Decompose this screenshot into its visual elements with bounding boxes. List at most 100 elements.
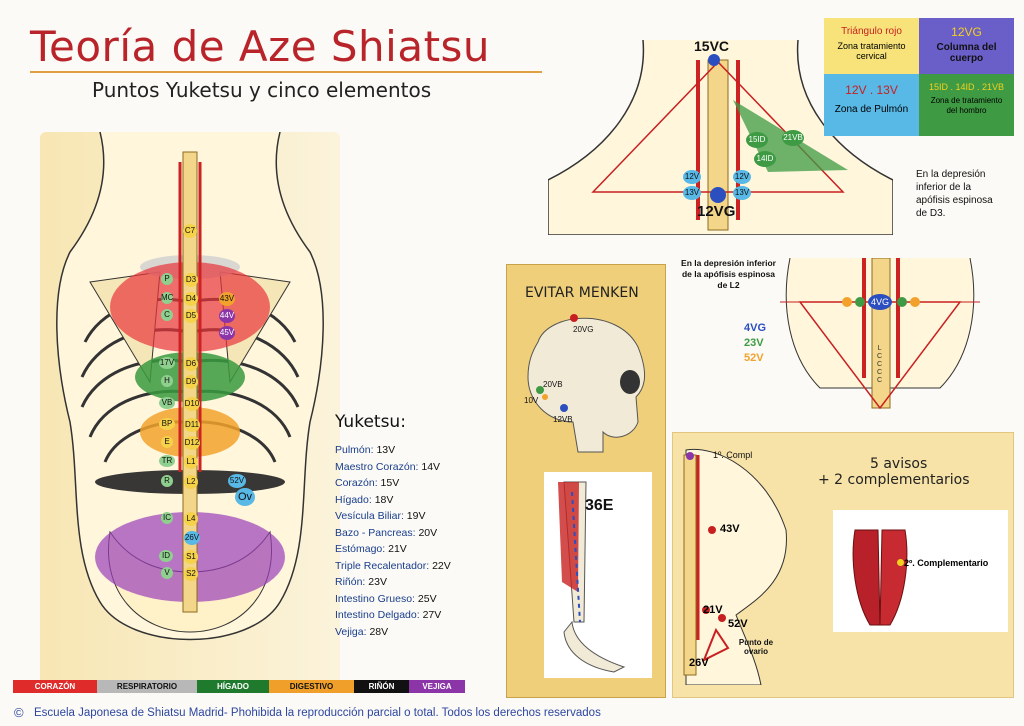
- lumbar-legend-4vg: 4VG: [744, 322, 767, 334]
- spine-point-s2: S2: [184, 567, 198, 581]
- yuketsu-item: Estómago: 21V: [335, 543, 505, 560]
- legend-higado: HÍGADO: [197, 680, 269, 693]
- title-underline: [30, 71, 542, 73]
- skull-point-20vg: 20VG: [573, 325, 594, 334]
- yuketsu-item: Intestino Delgado: 27V: [335, 609, 505, 626]
- skull-illustration: [527, 314, 645, 453]
- spine-point-52v: 52V: [228, 474, 246, 488]
- spine-point-id: ID: [159, 550, 173, 562]
- lumbar-point-4vg: 4VG: [868, 294, 892, 310]
- leg-illustration: [558, 481, 626, 673]
- yuketsu-item: Vesícula Biliar: 19V: [335, 510, 505, 527]
- zone-pulmon: 12V . 13V Zona de Pulmón: [824, 74, 919, 136]
- spine-point-r: R: [161, 475, 173, 487]
- spine-point-tr: TR: [159, 455, 175, 467]
- yuketsu-item-value: 13V: [376, 444, 396, 456]
- spine-point-ov: Ov: [235, 488, 255, 506]
- avisos-title-line1: 5 avisos: [870, 456, 928, 472]
- yuketsu-item: Riñón: 23V: [335, 576, 505, 593]
- yuketsu-item-value: 14V: [421, 460, 441, 473]
- yuketsu-item-value: 20V: [418, 526, 438, 539]
- lumbar-spine-letter: C: [877, 369, 883, 376]
- lumbar-spine-letter: C: [877, 377, 883, 384]
- neck-point-13v-right: 13V: [733, 186, 751, 200]
- zone-title: 12V . 13V: [845, 83, 898, 97]
- yuketsu-item-value: 19V: [406, 510, 426, 522]
- spine-point-d11: D11: [184, 418, 200, 432]
- yuketsu-item: Triple Recalentador: 22V: [335, 560, 505, 577]
- yuketsu-item-name: Intestino Grueso:: [335, 592, 415, 605]
- spine-point-17v: 17V: [159, 357, 175, 369]
- yuketsu-item: Hígado: 18V: [335, 494, 505, 511]
- lumbar-spine-letter: C: [877, 361, 883, 368]
- lumbar-illustration: [780, 258, 980, 410]
- yuketsu-item-name: Pulmón:: [335, 444, 374, 456]
- copyright-icon: ©: [14, 705, 24, 720]
- yuketsu-title: Yuketsu:: [335, 412, 406, 432]
- yuketsu-item-value: 28V: [369, 625, 389, 638]
- leg-point-label: 36E: [585, 497, 614, 514]
- yuketsu-item: Pulmón: 13V: [335, 444, 505, 461]
- spine-point-d9: D9: [184, 375, 198, 389]
- spine-point-d3: D3: [184, 273, 198, 287]
- yuketsu-item-name: Hígado:: [335, 493, 372, 506]
- page-title: Teoría de Aze Shiatsu: [30, 22, 491, 71]
- avisos-point-43v: 43V: [720, 523, 740, 535]
- yuketsu-item-name: Estómago:: [335, 543, 386, 555]
- spine-point-c: C: [161, 309, 173, 321]
- yuketsu-item-value: 18V: [374, 493, 394, 506]
- yuketsu-item-name: Bazo - Pancreas:: [335, 526, 416, 539]
- spine-point-45v: 45V: [219, 326, 235, 340]
- neck-point-12v-left: 12V: [683, 170, 701, 184]
- zone-desc: Zona de Pulmón: [834, 103, 909, 115]
- spine-point-43v: 43V: [219, 292, 235, 306]
- yuketsu-item-name: Triple Recalentador:: [335, 559, 430, 572]
- neck-bottom-label: 12VG: [697, 203, 736, 220]
- zone-hombro: 15ID . 14ID . 21VB Zona de tratamiento d…: [919, 74, 1014, 136]
- yuketsu-item-value: 25V: [417, 592, 437, 605]
- zone-title: Triángulo rojo: [841, 26, 902, 37]
- neck-point-14id: 14ID: [754, 151, 776, 167]
- yuketsu-item-name: Corazón:: [335, 477, 378, 489]
- yuketsu-item-value: 27V: [422, 609, 442, 621]
- yuketsu-item-value: 23V: [368, 576, 387, 588]
- neck-note: En la depresión inferior de la apófisis …: [916, 169, 993, 219]
- yuketsu-item: Vejiga: 28V: [335, 626, 505, 643]
- spine-point-26v: 26V: [184, 531, 200, 545]
- spine-point-d5: D5: [184, 309, 198, 323]
- skull-point-20vb: 20VB: [543, 380, 563, 389]
- zone-triangle-rojo: Triángulo rojo Zona tratamiento cervical: [824, 18, 919, 74]
- spine-point-ic: IC: [161, 512, 173, 524]
- lumbar-spine-letter: C: [877, 353, 883, 360]
- zone-desc: Zona de tratamiento del hombro: [930, 96, 1003, 115]
- spine-point-d10: D10: [184, 397, 200, 411]
- neck-point-21vb: 21VB: [782, 130, 804, 146]
- spine-point-44v: 44V: [219, 309, 235, 323]
- avisos-compl2-label: 2º. Complementario: [904, 558, 989, 568]
- skull-point-10v: 10V: [524, 396, 539, 405]
- calf-point-marker: [897, 559, 904, 566]
- spine-point-l4: L4: [184, 512, 198, 526]
- spine-point-mc: MC: [161, 292, 174, 304]
- spine-point-bp: BP: [159, 418, 175, 430]
- avisos-compl1-label: 1º. Compl: [713, 450, 753, 460]
- spine-point-h: H: [161, 375, 173, 387]
- legend-vejiga: VEJIGA: [409, 680, 465, 693]
- legend-rinon: RIÑÓN: [354, 680, 409, 693]
- lumbar-legend-23v: 23V: [744, 337, 764, 349]
- lumbar-spine-letters: L C C C C: [877, 345, 882, 385]
- spine-point-c7: C7: [183, 224, 197, 238]
- legend-corazon: CORAZÓN: [13, 680, 97, 693]
- yuketsu-item-name: Vejiga:: [335, 625, 367, 638]
- yuketsu-item-name: Riñón:: [335, 576, 366, 588]
- yuketsu-item-name: Intestino Delgado:: [335, 609, 420, 621]
- spine-point-l2: L2: [184, 475, 198, 489]
- zone-desc: Zona tratamiento cervical: [837, 40, 906, 61]
- page-subtitle: Puntos Yuketsu y cinco elementos: [92, 78, 432, 102]
- calf-muscle-illustration: [852, 529, 908, 626]
- zone-title: 15ID . 14ID . 21VB: [928, 82, 1005, 92]
- neck-top-label: 15VC: [694, 38, 730, 54]
- neck-point-12v-right: 12V: [733, 170, 751, 184]
- lumbar-legend-52v: 52V: [744, 352, 764, 364]
- yuketsu-item-value: 22V: [432, 559, 451, 572]
